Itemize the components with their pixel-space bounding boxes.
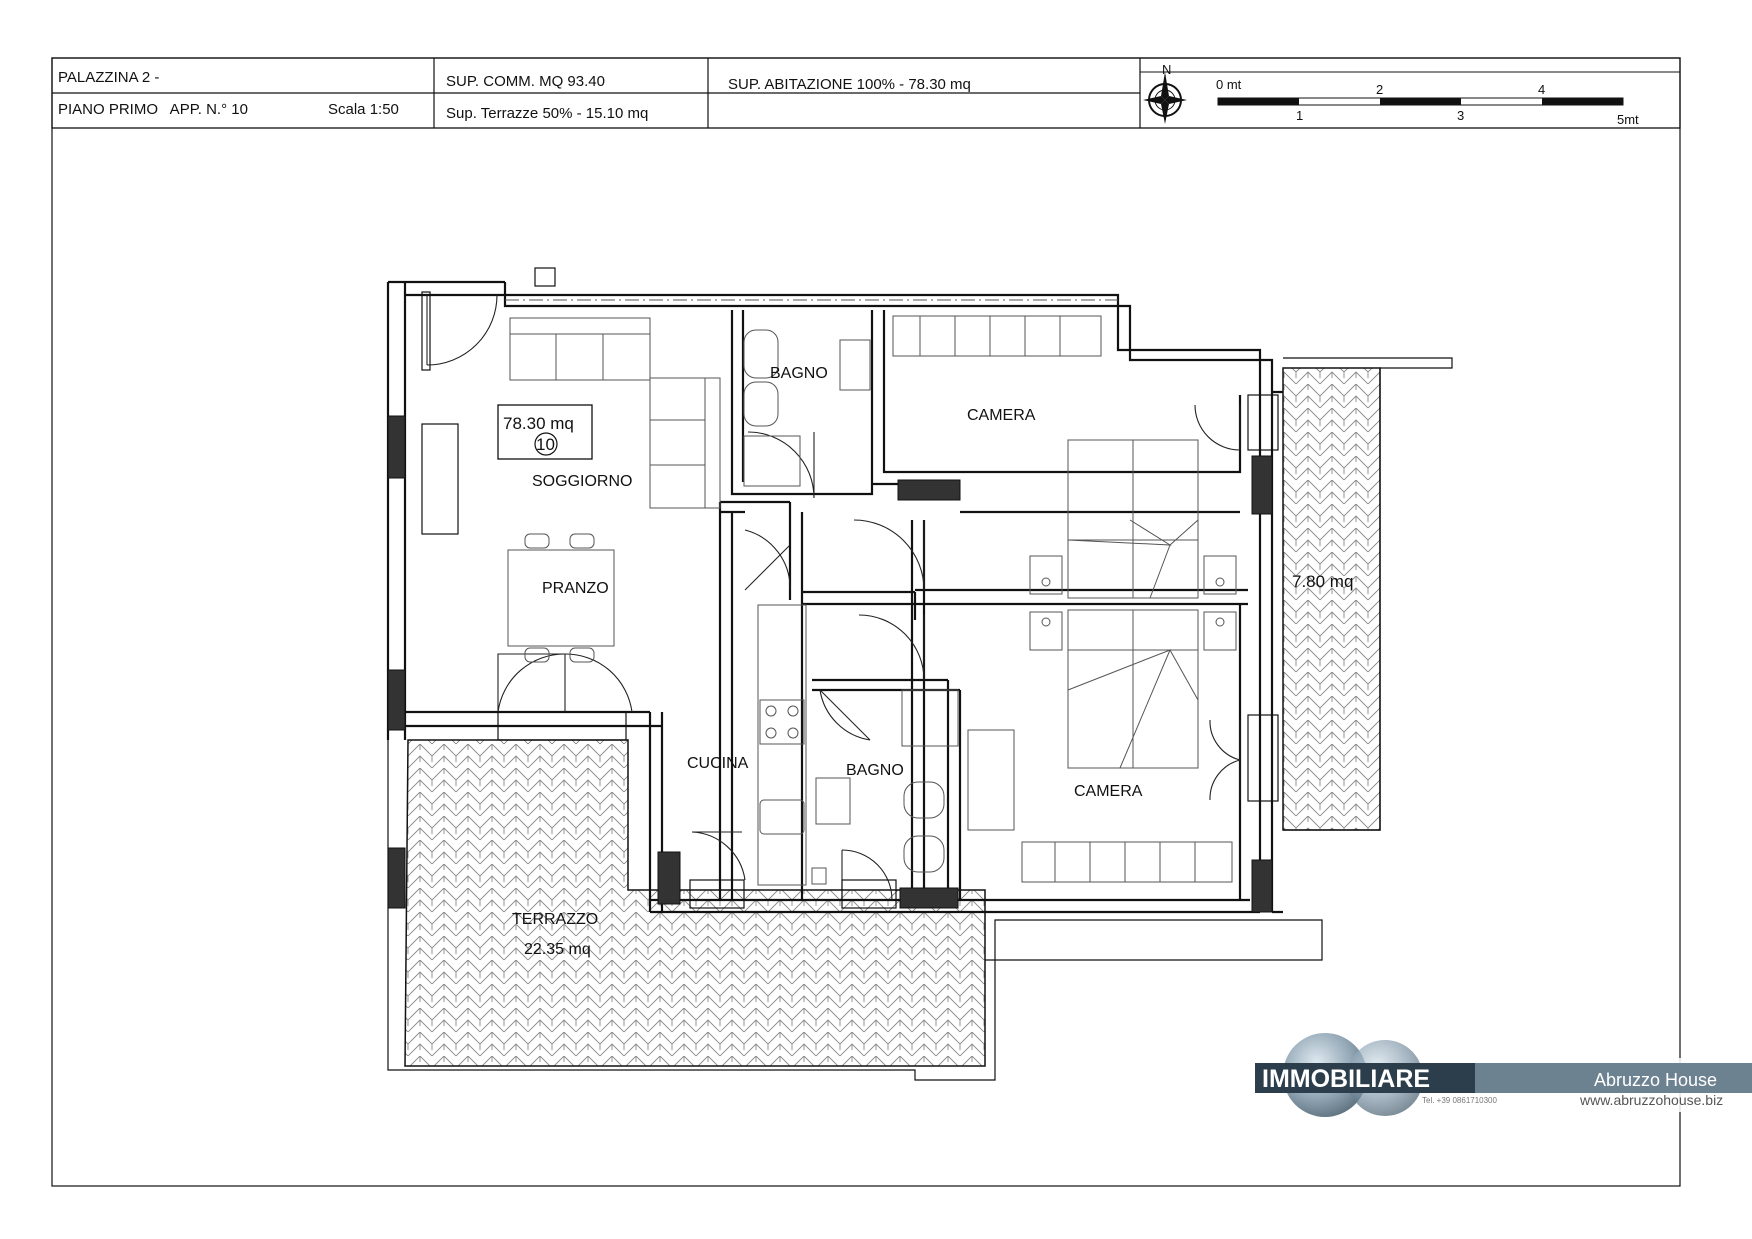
scale-tick-2: 2	[1376, 82, 1383, 97]
logo-tel-text: Tel. +39 0861710300	[1422, 1096, 1498, 1105]
room-label-bagno-2: BAGNO	[846, 762, 904, 779]
pillar	[899, 887, 959, 909]
room-label-camera-1: CAMERA	[967, 407, 1036, 424]
room-label-terrazzo: TERRAZZO	[512, 911, 598, 928]
room-label-soggiorno: SOGGIORNO	[532, 473, 632, 490]
sup-comm-label: SUP. COMM. MQ 93.40	[446, 73, 605, 90]
sup-terrazze-label: Sup. Terrazze 50% - 15.10 mq	[446, 105, 648, 122]
logo-main-text: IMMOBILIARE	[1262, 1065, 1430, 1093]
building-label: PALAZZINA 2 -	[58, 69, 159, 86]
scale-bar: 0 mt 2 4 1 3 5mt	[1216, 77, 1639, 127]
pillar	[387, 847, 406, 909]
doors	[426, 294, 1241, 901]
logo-web-text: www.abruzzohouse.biz	[1579, 1092, 1723, 1108]
pillar	[387, 669, 406, 731]
furniture	[507, 315, 1237, 886]
scale-tick-3: 3	[1457, 108, 1464, 123]
terrazzo-parapet	[387, 740, 1323, 1081]
pillar	[657, 851, 681, 905]
balcone-paving	[1282, 367, 1381, 831]
company-logo: IMMOBILIARE Abruzzo House www.abruzzohou…	[1255, 1033, 1752, 1117]
apartment-number-circle	[534, 432, 558, 456]
room-label-pranzo: PRANZO	[542, 580, 609, 597]
apartment-area: 78.30 mq	[503, 414, 574, 433]
interior-walls	[718, 310, 1248, 900]
apartment-number: 10	[536, 435, 555, 454]
scale-tick-5: 5mt	[1617, 112, 1639, 127]
pillar	[1251, 859, 1273, 913]
sup-abitazione-label: SUP. ABITAZIONE 100% - 78.30 mq	[728, 76, 971, 93]
compass-icon: N	[1143, 62, 1187, 124]
balcone-area: 7.80 mq	[1292, 572, 1353, 591]
room-label-bagno-1: BAGNO	[770, 365, 828, 382]
title-block: PALAZZINA 2 - PIANO PRIMO APP. N.° 10 Sc…	[51, 57, 1681, 129]
scale-label: Scala 1:50	[328, 101, 399, 118]
balcone-parapet	[1283, 357, 1453, 831]
floor-plan: 78.30 mq 10 SOGGIORNO PRANZO CUCINA BAGN…	[386, 267, 1453, 1081]
floor-apartment-label: PIANO PRIMO APP. N.° 10	[58, 101, 248, 118]
pillar	[387, 415, 406, 479]
windows	[421, 291, 1279, 909]
svg-text:N: N	[1162, 62, 1171, 77]
scale-tick-0: 0 mt	[1216, 77, 1242, 92]
scale-tick-1: 1	[1296, 108, 1303, 123]
terrazzo-area: 22.35 mq	[524, 941, 591, 958]
room-label-camera-2: CAMERA	[1074, 783, 1143, 800]
apartment-area-box	[497, 404, 593, 460]
logo-side-text: Abruzzo House	[1594, 1070, 1717, 1090]
terrazzo-paving	[404, 739, 986, 1067]
room-label-cucina: CUCINA	[687, 755, 749, 772]
pillar	[897, 479, 961, 501]
scale-tick-4: 4	[1538, 82, 1545, 97]
pillar	[1251, 455, 1273, 515]
